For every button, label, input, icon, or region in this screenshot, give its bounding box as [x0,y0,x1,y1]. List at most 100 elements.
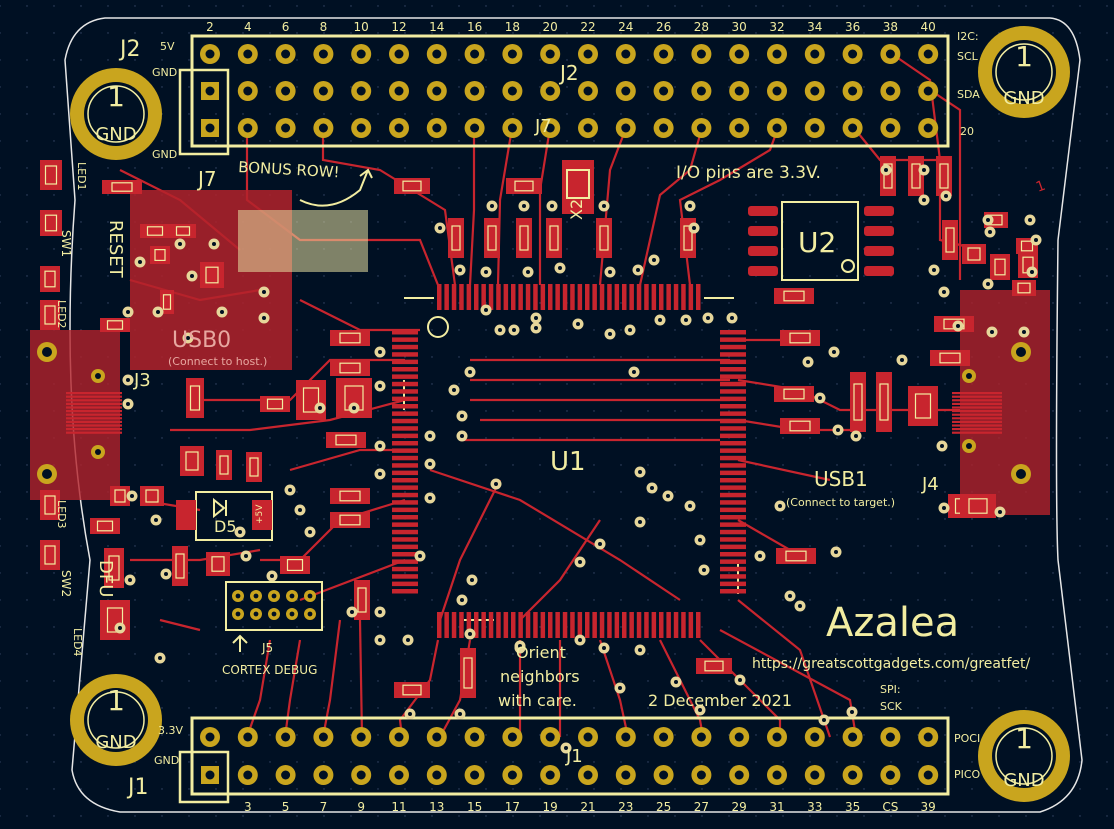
j2-pin-number: 28 [694,20,709,34]
led2-label: LED2 [55,300,68,329]
usb0-label: USB0 [172,328,231,353]
passive-part [100,600,130,640]
j2-pin-number: 6 [282,20,290,34]
crystal-x2 [562,160,594,214]
d5-label: D5 [214,517,237,536]
j2-pin-number: 18 [505,20,520,34]
passive-part [206,552,230,576]
edge-mark: 1 [1034,178,1048,196]
header-j1-outline [190,716,950,796]
j2-pin-number: 40 [921,20,936,34]
passive-part [40,160,62,190]
j1-pin-number: 19 [543,800,558,814]
j1-right-sck: SCK [880,700,903,713]
passive-part [200,262,224,288]
diode-symbol-icon [213,497,227,519]
passive-part [962,244,986,264]
j2-right-sda: SDA [957,88,980,101]
passive-part [260,396,290,412]
bonus-row-label: BONUS ROW! [238,158,340,181]
j1-pin-number: 31 [769,800,784,814]
passive-part [330,488,370,504]
hole-2-number: 1 [1015,40,1033,73]
j2-left-5v: 5V [160,40,175,53]
u1-pin1-mark [427,316,449,338]
cortex-debug-label: CORTEX DEBUG [222,663,317,677]
hole-4-label: GND [1003,770,1044,791]
passive-part [780,330,820,346]
led1-label: LED1 [75,162,88,191]
passive-part [186,378,204,418]
passive-part [876,372,892,432]
j1-right-poci: POCI [954,732,980,745]
j1-pin-number: 33 [807,800,822,814]
passive-part [216,450,232,480]
passive-part [696,658,732,674]
j1-pin-number: 9 [357,800,365,814]
passive-part [780,418,820,434]
j2-pin-number: 12 [391,20,406,34]
j3-label: J3 [133,370,151,391]
passive-part [180,446,204,476]
bonus-row-arrow-icon [299,168,373,207]
passive-part [936,156,952,196]
j2-center-label: J2 [558,61,579,85]
j2-right-20: 20 [960,125,974,138]
j5-label: J5 [261,641,273,655]
j2-pin-number: 4 [244,20,252,34]
passive-part [506,178,542,194]
j7-label: J7 [196,167,217,191]
passive-part [484,218,500,258]
passive-part [908,156,924,196]
j1-pin-number: 25 [656,800,671,814]
j1-pin-number: 15 [467,800,482,814]
hole-1-label: GND [95,124,136,145]
j2-pin-number: 36 [845,20,860,34]
header-j1-pin1-box [178,750,230,804]
j2-pin-number: 22 [580,20,595,34]
j5-arrow-icon [232,634,248,652]
j4-label: J4 [921,474,939,495]
hole-3-label: GND [95,732,136,753]
board-url: https://greatscottgadgets.com/greatfet/ [752,656,1030,672]
j2-left-gnd-2: GND [152,148,177,161]
io-note: I/O pins are 3.3V. [676,163,821,183]
hole-4-number: 1 [1015,722,1033,755]
header-j2-outline [190,34,950,148]
passive-part [90,518,120,534]
u1-chip [392,284,746,638]
j1-pin-number: 35 [845,800,860,814]
u2-chip [748,201,894,281]
j2-pin-number: 34 [807,20,822,34]
j1-pin-number: 5 [282,800,290,814]
diode-d5 [176,491,273,541]
j1-pin-number: 27 [694,800,709,814]
passive-part [170,224,196,238]
header-j2-pin1-box [178,68,230,156]
passive-part [172,546,188,586]
j2-pin-number: 30 [732,20,747,34]
passive-part [246,452,262,482]
passive-part [960,494,996,518]
j1-pin-number: 39 [921,800,936,814]
j1-left-33v: 3.3V [158,724,183,737]
passive-components [40,156,1038,698]
passive-part [990,254,1010,280]
orient-line-3: with care. [498,691,577,710]
usb0-connector-j3 [37,342,122,484]
sw1-label: SW1 [59,230,73,257]
passive-part [516,218,532,258]
j2-pin-number: 8 [320,20,328,34]
j2-pin-number: 24 [618,20,633,34]
j2-pin-number: 26 [656,20,671,34]
passive-part [40,210,62,236]
header-j1-pins [200,727,939,785]
orient-line-2: neighbors [500,667,580,686]
board-name: Azalea [826,600,959,646]
passive-part [394,682,430,698]
usb0-shield-pad [238,210,368,272]
j2-pin-number: 32 [769,20,784,34]
mounting-holes [70,26,1070,802]
dfu-label: DFU [95,560,116,597]
